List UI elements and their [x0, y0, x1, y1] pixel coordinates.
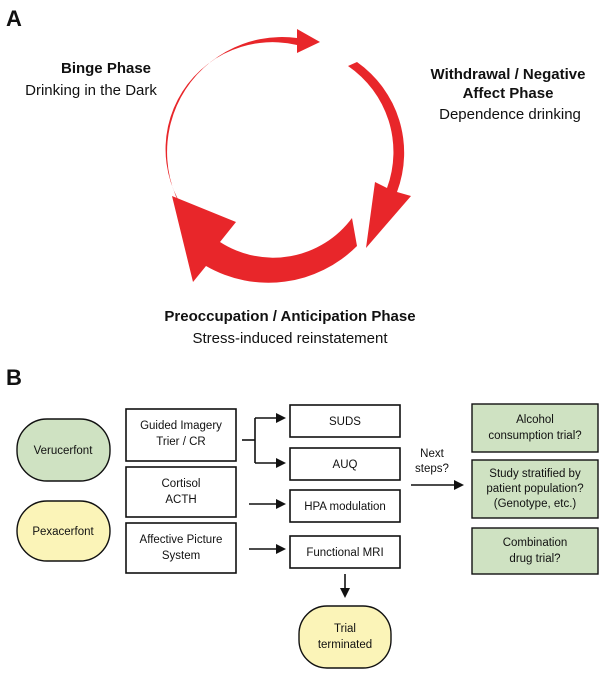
trial-terminated: Trial terminated [298, 605, 392, 669]
fmri-label: Functional MRI [306, 547, 383, 559]
suds-label: SUDS [329, 416, 361, 428]
panel-b-letter: B [6, 365, 22, 390]
measure-auq: AUQ [289, 447, 401, 481]
measure-hpa: HPA modulation [289, 489, 401, 523]
withdrawal-phase-title-line1: Withdrawal / Negative [431, 66, 586, 83]
pexacerfont-label: Pexacerfont [32, 526, 94, 538]
stratified-line2: patient population? [486, 483, 583, 495]
combination-line1: Combination [503, 537, 568, 549]
paradigm-guided-imagery: Guided Imagery Trier / CR [125, 408, 237, 462]
guided-imagery-line2: Trier / CR [156, 436, 205, 448]
cortisol-line2: ACTH [165, 494, 196, 506]
binge-phase-title: Binge Phase [61, 60, 151, 77]
connectors-left [242, 413, 286, 554]
panel-a-letter: A [6, 6, 22, 31]
preoccupation-phase-subtitle: Stress-induced reinstatement [192, 330, 388, 347]
terminated-line2: terminated [318, 639, 372, 651]
stratified-line3: (Genotype, etc.) [494, 498, 577, 510]
cycle-diagram [165, 29, 411, 283]
paradigm-cortisol: Cortisol ACTH [125, 466, 237, 518]
outcome-combination-trial: Combination drug trial? [471, 527, 599, 575]
measure-suds: SUDS [289, 404, 401, 438]
drug-pexacerfont: Pexacerfont [16, 500, 111, 562]
next-steps-line2: steps? [415, 463, 449, 475]
affective-line1: Affective Picture [140, 534, 223, 546]
guided-imagery-line1: Guided Imagery [140, 420, 222, 432]
preoccupation-phase-title: Preoccupation / Anticipation Phase [164, 308, 415, 325]
withdrawal-phase-title-line2: Affect Phase [463, 85, 554, 102]
withdrawal-phase-subtitle: Dependence drinking [439, 106, 581, 123]
measure-fmri: Functional MRI [289, 535, 401, 569]
cycle-arrow-preoccupation [172, 196, 357, 283]
alcohol-line1: Alcohol [516, 414, 554, 426]
auq-label: AUQ [333, 459, 358, 471]
paradigm-affective-picture: Affective Picture System [125, 522, 237, 574]
cycle-arrow-withdrawal [348, 62, 411, 248]
drug-verucerfont: Verucerfont [16, 418, 111, 482]
cortisol-line1: Cortisol [162, 478, 201, 490]
next-steps-line1: Next [420, 448, 444, 460]
outcome-stratified-study: Study stratified by patient population? … [471, 459, 599, 519]
verucerfont-label: Verucerfont [34, 445, 94, 457]
stratified-line1: Study stratified by [489, 468, 581, 480]
affective-line2: System [162, 550, 200, 562]
alcohol-line2: consumption trial? [488, 430, 581, 442]
hpa-label: HPA modulation [304, 501, 386, 513]
combination-line2: drug trial? [509, 553, 560, 565]
binge-phase-subtitle: Drinking in the Dark [25, 82, 157, 99]
outcome-alcohol-trial: Alcohol consumption trial? [471, 403, 599, 453]
terminated-line1: Trial [334, 623, 356, 635]
